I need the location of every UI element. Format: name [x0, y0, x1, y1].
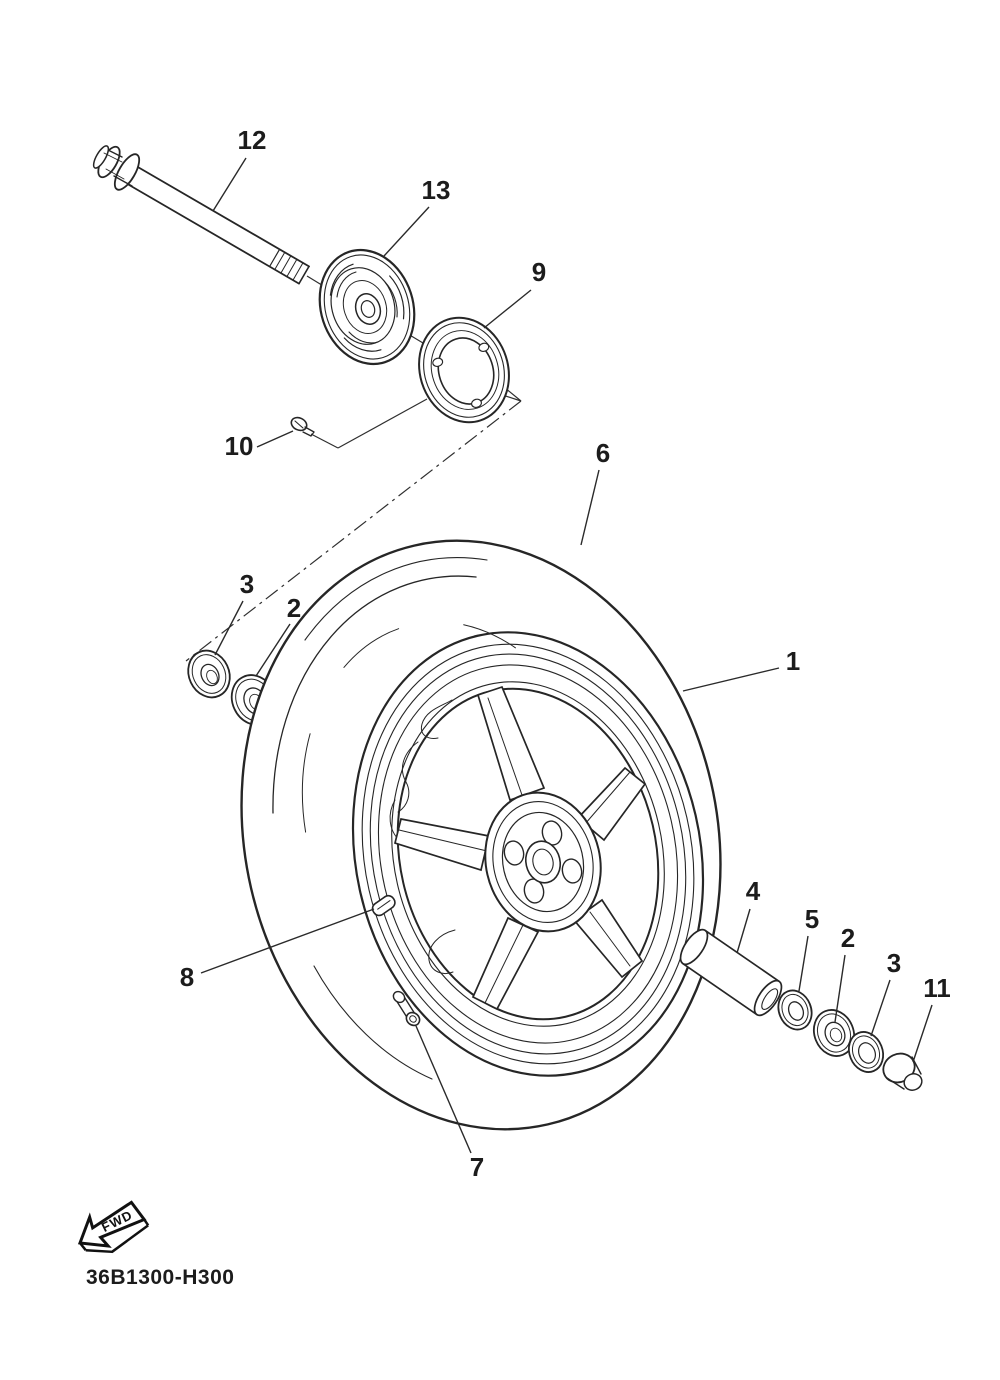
- tread-shoulder-arc: [304, 557, 488, 641]
- callout-7: 7: [470, 1152, 484, 1182]
- fwd-arrow-face: [77, 1200, 147, 1248]
- hub-hole: [541, 820, 563, 846]
- hub-hole: [503, 840, 525, 866]
- callout-1: 1: [786, 646, 800, 676]
- part-collar: [882, 1052, 923, 1091]
- part-valve-stem: [392, 990, 421, 1027]
- part-spacer-collar: [679, 928, 783, 1017]
- valve-cap: [405, 1011, 421, 1027]
- part-oil-seal-left: [187, 649, 231, 699]
- part-cast-wheel: [272, 541, 705, 1080]
- thread-start: [269, 248, 281, 268]
- callout-6: 6: [596, 438, 610, 468]
- hub-hole: [561, 858, 583, 884]
- wheel-hub: [484, 791, 602, 933]
- callout-4: 4: [746, 876, 761, 906]
- leader-lines: [200, 157, 933, 1154]
- axle-flange: [113, 153, 141, 191]
- hub-bore: [524, 840, 562, 884]
- callout-5: 5: [805, 904, 819, 934]
- part-bearing-retainer: [418, 316, 510, 424]
- part-balance-weight: [371, 894, 396, 917]
- callout-labels: 12 13 9 10 3 2 6 1 8 7 4 5 2 3 11: [180, 125, 951, 1182]
- part-axle-collar: [318, 248, 416, 366]
- tire-sidewall-arc: [272, 575, 477, 814]
- callout-11: 11: [923, 973, 951, 1003]
- callout-3-left: 3: [240, 569, 254, 599]
- callout-10: 10: [225, 431, 254, 461]
- part-bearing-right: [812, 1009, 856, 1057]
- callout-12: 12: [238, 125, 267, 155]
- callout-13: 13: [422, 175, 451, 205]
- part-axle: [92, 145, 310, 285]
- hub-hole: [523, 878, 545, 904]
- callout-8: 8: [180, 962, 194, 992]
- part-oil-seal-right: [777, 989, 813, 1031]
- callout-9: 9: [532, 257, 546, 287]
- part-screw: [290, 416, 315, 437]
- wheel-spokes: [393, 685, 647, 1011]
- fwd-arrow: FWD: [77, 1200, 150, 1254]
- drawing-code: 36B1300-H300: [86, 1266, 234, 1289]
- callout-2-right: 2: [841, 923, 855, 953]
- part-dust-seal-right: [847, 1031, 885, 1073]
- callout-2-left: 2: [287, 593, 301, 623]
- callout-3-right: 3: [887, 948, 901, 978]
- dash-dot-centerline: [185, 400, 522, 662]
